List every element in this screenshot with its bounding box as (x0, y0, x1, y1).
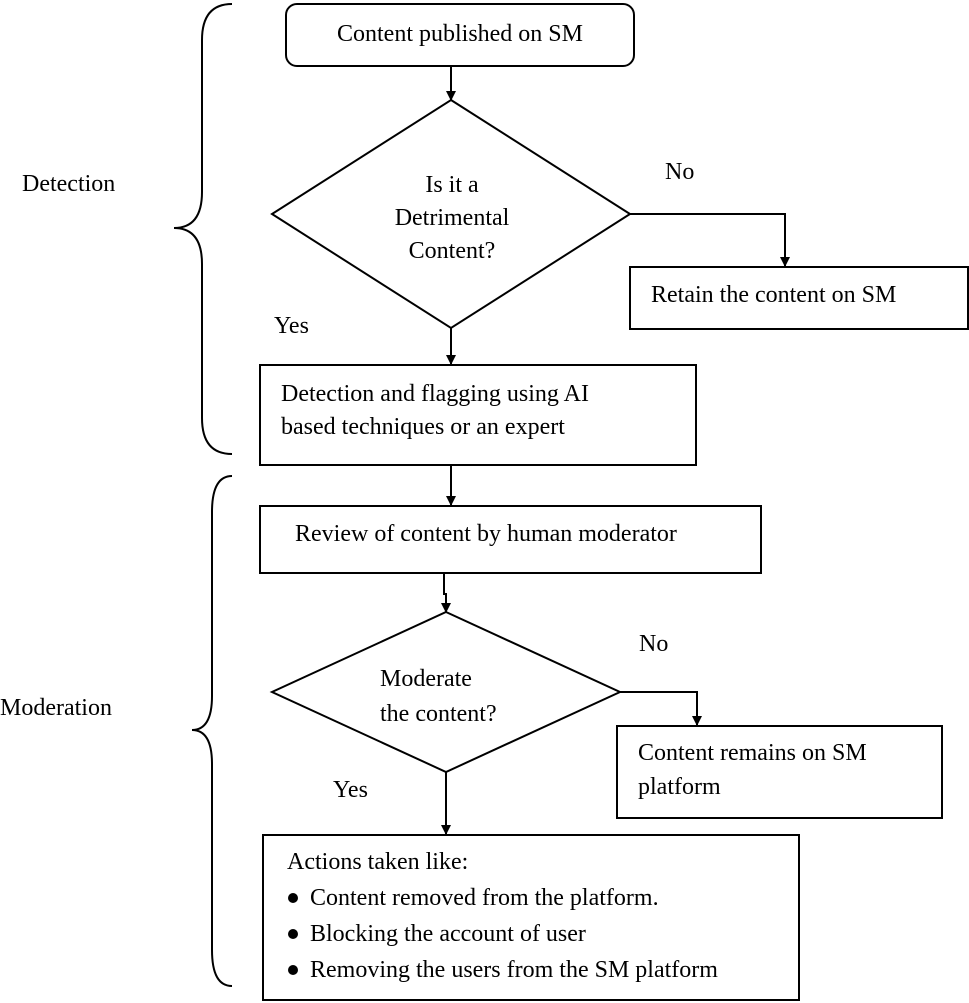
flagging-node-line2: based techniques or an expert (281, 414, 565, 440)
bullet-icon (288, 964, 298, 975)
start-node-label: Content published on SM (336, 21, 583, 47)
decision2-line1: Moderate (380, 666, 472, 692)
arrow-decision2-no (620, 691, 702, 726)
retain-node: Retain the content on SM (629, 266, 969, 330)
actions-list-item: Blocking the account of user (284, 916, 718, 952)
actions-list-item: Content removed from the platform. (284, 880, 718, 916)
decision2-line2: the content? (380, 701, 497, 727)
start-node: Content published on SM (285, 3, 635, 67)
flagging-node: Detection and flagging using AI based te… (259, 364, 697, 466)
arrow-review-to-decision2 (441, 573, 451, 613)
moderation-brace (191, 475, 233, 987)
arrow-decision1-no (630, 213, 790, 267)
flagging-node-line1: Detection and flagging using AI (281, 381, 589, 407)
decision1-yes-label: Yes (274, 313, 309, 339)
actions-list-item: Removing the users from the SM platform (284, 952, 718, 988)
actions-node (262, 834, 800, 1001)
bullet-icon (288, 928, 298, 939)
retain-node-label: Retain the content on SM (651, 282, 897, 308)
remains-node-line2: platform (638, 774, 721, 800)
review-node-label: Review of content by human moderator (295, 521, 677, 547)
bullet-icon (288, 892, 298, 903)
actions-heading: Actions taken like: (287, 849, 469, 875)
detection-phase-label: Detection (22, 171, 116, 197)
moderation-phase-label: Moderation (0, 695, 112, 721)
decision1-label: Is it a Detrimental Content? (394, 172, 510, 264)
detection-brace (173, 3, 233, 455)
decision2-no-label: No (639, 631, 669, 657)
actions-list: Content removed from the platform. Block… (284, 880, 718, 988)
decision1-no-label: No (665, 159, 695, 185)
decision2-yes-label: Yes (333, 777, 368, 803)
remains-node-line1: Content remains on SM (638, 740, 867, 766)
remains-node: Content remains on SM platform (616, 725, 943, 819)
review-node: Review of content by human moderator (259, 505, 762, 574)
